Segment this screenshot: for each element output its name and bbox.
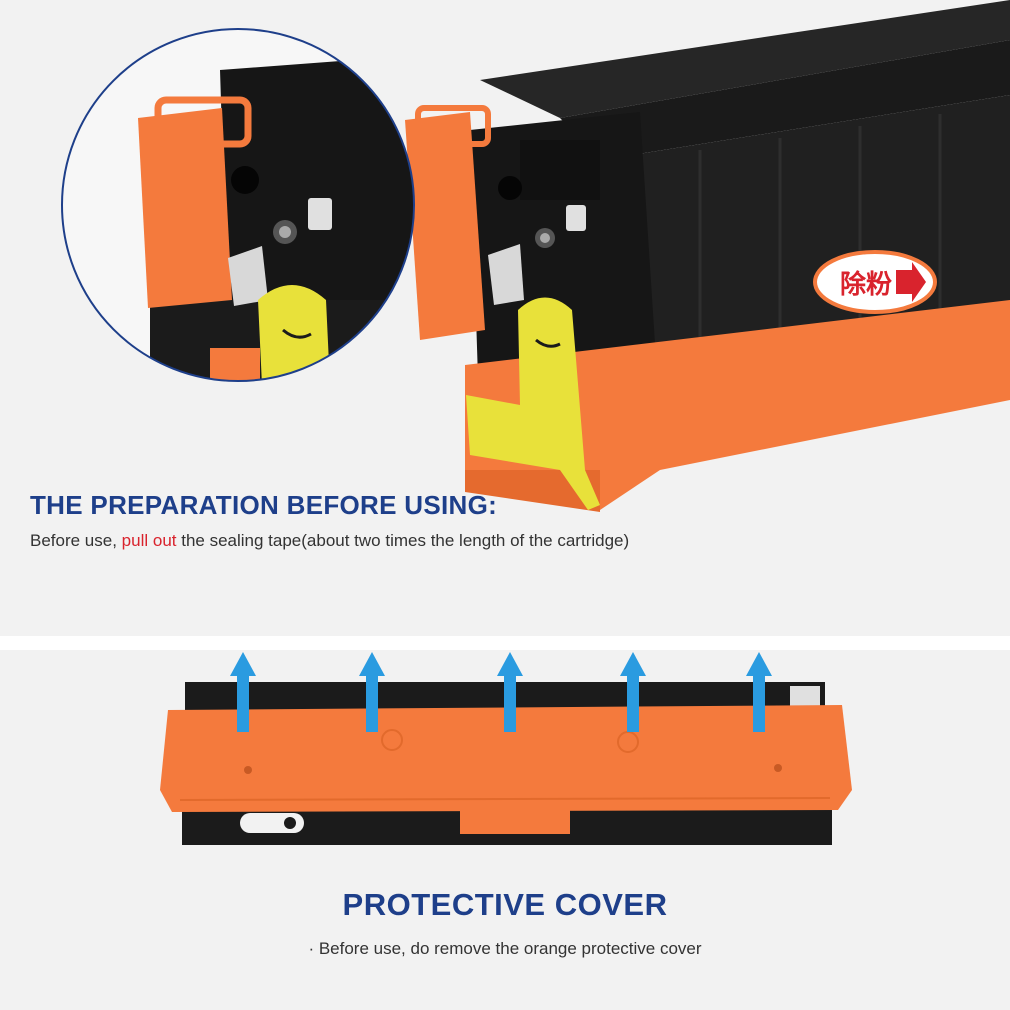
protective-cover-heading: PROTECTIVE COVER: [342, 887, 668, 922]
arrow-up-icon: [359, 652, 385, 732]
preparation-heading: THE PREPARATION BEFORE USING:: [30, 490, 498, 520]
orange-protective-cover: [160, 705, 852, 812]
arrow-up-icon: [497, 652, 523, 732]
arrow-up-icon: [620, 652, 646, 732]
caption-suffix: the sealing tape(about two times the len…: [176, 531, 630, 550]
protective-cover-panel: PROTECTIVE COVER · Before use, do remove…: [0, 650, 1010, 1010]
label-text: 除粉: [840, 269, 892, 300]
arrow-up-icon: [746, 652, 772, 732]
cartridge-cover-illustration: [160, 652, 852, 845]
caption-highlight: pull out: [121, 531, 177, 550]
preparation-caption: Before use, pull out the sealing tape(ab…: [30, 531, 629, 551]
zoom-inset: [61, 28, 415, 382]
arrow-right-icon: [896, 262, 926, 302]
arrow-up-icon: [230, 652, 256, 732]
protective-cover-caption: · Before use, do remove the orange prote…: [308, 939, 702, 958]
panel-divider: [0, 636, 1010, 650]
cartridge-end-illustration: 除粉: [61, 0, 1010, 512]
preparation-panel: 除粉: [0, 0, 1010, 636]
arrow-layer: [230, 652, 772, 732]
toner-cartridge-end: 除粉: [405, 0, 1010, 512]
caption-prefix: Before use,: [30, 531, 122, 550]
toner-cartridge-side: [160, 682, 852, 845]
